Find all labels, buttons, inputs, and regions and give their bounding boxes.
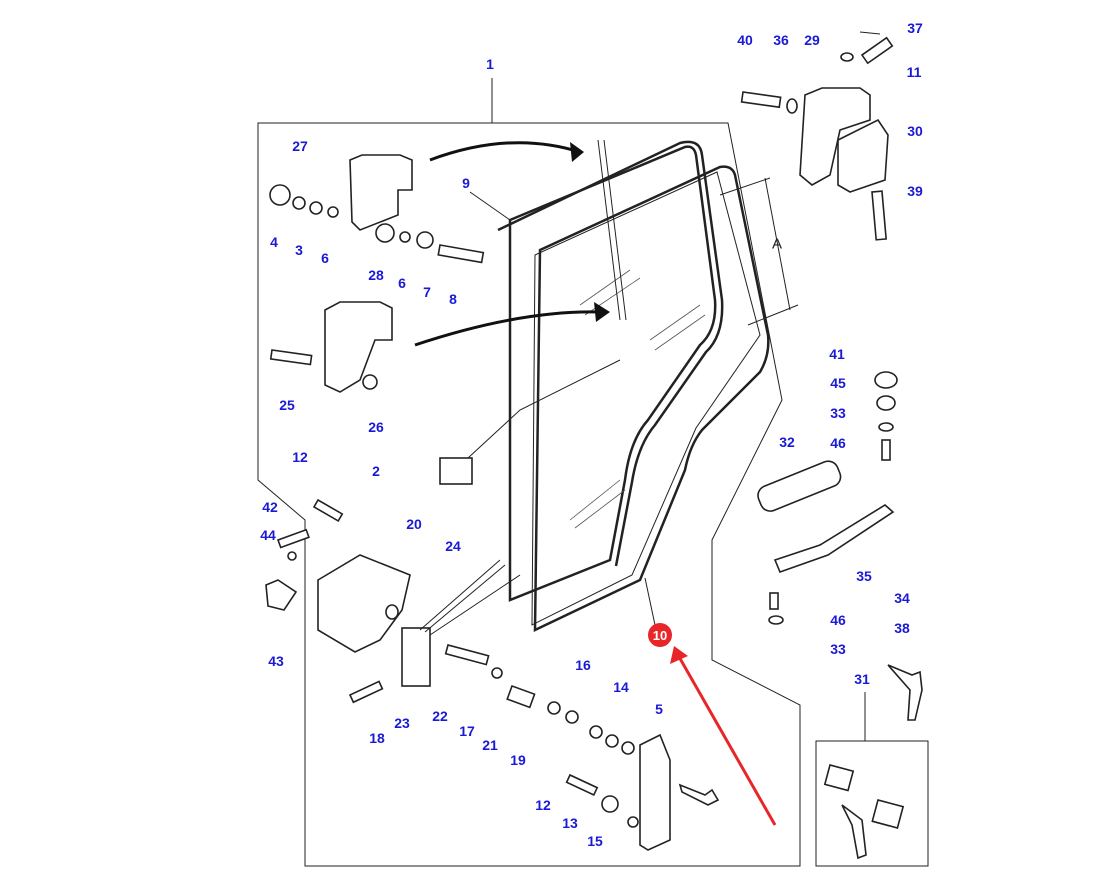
callout-13[interactable]: 13 [562,815,578,831]
callout-33[interactable]: 33 [830,641,846,657]
sleeve [757,460,842,512]
callout-28[interactable]: 28 [368,267,384,283]
callout-1[interactable]: 1 [486,56,494,72]
callout-2[interactable]: 2 [372,463,380,479]
callout-9[interactable]: 9 [462,175,470,191]
callout-45[interactable]: 45 [830,375,846,391]
callout-12[interactable]: 12 [535,797,551,813]
callout-11[interactable]: 11 [906,64,922,80]
callout-4[interactable]: 4 [270,234,278,250]
callout-43[interactable]: 43 [268,653,284,669]
callout-8[interactable]: 8 [449,291,457,307]
lock-kit-box [815,740,929,867]
assembly-outline [257,122,801,867]
callout-44[interactable]: 44 [260,527,276,543]
callout-16[interactable]: 16 [575,657,591,673]
callout-18[interactable]: 18 [369,730,385,746]
callout-32[interactable]: 32 [779,434,795,450]
callout-39[interactable]: 39 [907,183,923,199]
door-frame [508,145,717,602]
callout-6[interactable]: 6 [321,250,329,266]
callout-5[interactable]: 5 [655,701,663,717]
callout-22[interactable]: 22 [432,708,448,724]
callout-7[interactable]: 7 [423,284,431,300]
callout-41[interactable]: 41 [829,346,845,362]
callout-31[interactable]: 31 [854,671,870,687]
callout-35[interactable]: 35 [856,568,872,584]
callout-6[interactable]: 6 [398,275,406,291]
callout-27[interactable]: 27 [292,138,308,154]
callout-46[interactable]: 46 [830,435,846,451]
callout-42[interactable]: 42 [262,499,278,515]
callout-37[interactable]: 37 [907,20,923,36]
callout-38[interactable]: 38 [894,620,910,636]
hinge-arrow-mid [414,310,601,347]
callout-46[interactable]: 46 [830,612,846,628]
callout-12[interactable]: 12 [292,449,308,465]
callout-30[interactable]: 30 [907,123,923,139]
switch-block [439,457,473,485]
callout-17[interactable]: 17 [459,723,475,739]
callout-23[interactable]: 23 [394,715,410,731]
callout-3[interactable]: 3 [295,242,303,258]
callout-26[interactable]: 26 [368,419,384,435]
dimension-label: A [771,235,783,253]
callout-24[interactable]: 24 [445,538,461,554]
callout-20[interactable]: 20 [406,516,422,532]
callout-36[interactable]: 36 [773,32,789,48]
gas-strut [773,504,895,574]
highlight-arrow [676,654,777,826]
callout-25[interactable]: 25 [279,397,295,413]
callout-15[interactable]: 15 [587,833,603,849]
callout-33[interactable]: 33 [830,405,846,421]
latch [401,627,431,687]
callout-34[interactable]: 34 [894,590,910,606]
latch-cover [317,554,411,653]
door-glass [533,165,770,632]
callout-21[interactable]: 21 [482,737,498,753]
callout-14[interactable]: 14 [613,679,629,695]
callout-40[interactable]: 40 [737,32,753,48]
callout-10-highlighted[interactable]: 10 [648,623,672,647]
hinge-arrow-top [429,141,581,162]
callout-19[interactable]: 19 [510,752,526,768]
handle [639,733,671,851]
callout-29[interactable]: 29 [804,32,820,48]
